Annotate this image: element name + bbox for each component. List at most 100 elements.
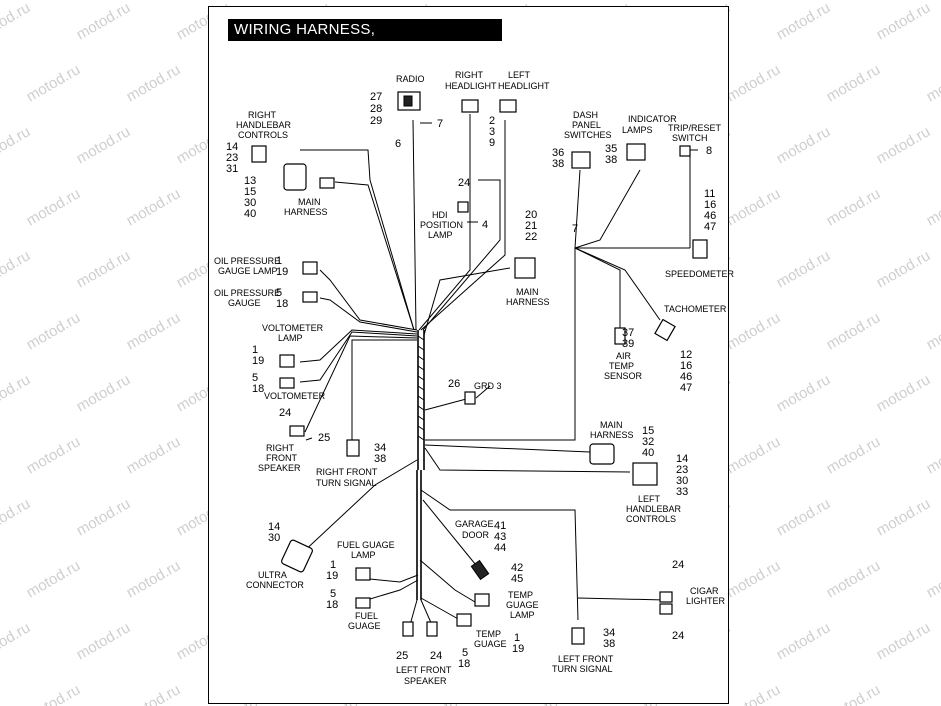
num: 24 [458, 177, 470, 189]
num: 16 [680, 360, 692, 372]
num: 23 [676, 464, 688, 476]
num: 25 [318, 432, 330, 444]
num: 12 [680, 349, 692, 361]
num: 5 [252, 372, 258, 384]
garage-door-connector [470, 559, 490, 581]
label: PANEL [572, 120, 601, 130]
num: 28 [370, 103, 382, 115]
num: 7 [572, 223, 578, 235]
label: GUAGE [506, 600, 539, 610]
label: RIGHT [248, 110, 277, 120]
label: HARNESS [590, 430, 634, 440]
leader-lines [305, 114, 698, 441]
air-temp-sensor [614, 327, 626, 345]
label: SPEAKER [404, 676, 447, 686]
label: GAUGE LAMP [218, 266, 278, 276]
num: 14 [676, 453, 688, 465]
num: 38 [552, 158, 564, 170]
label: OIL PRESSURE [214, 288, 280, 298]
oil-lamp-connector [302, 261, 318, 275]
tachometer-connector [654, 318, 676, 342]
num: 38 [605, 154, 617, 166]
left-speaker-connector-a [402, 621, 414, 637]
label: SWITCH [672, 133, 708, 143]
label: VOLTOMETER [264, 391, 326, 401]
num: 38 [374, 453, 386, 465]
label: LAMP [351, 550, 376, 560]
volt-lamp-connector [279, 354, 295, 368]
num: 1 [252, 344, 258, 356]
upper-wires [300, 119, 691, 441]
label: INDICATOR [628, 114, 677, 124]
num: 14 [268, 521, 280, 533]
label: RIGHT FRONT [316, 467, 378, 477]
num: 18 [326, 599, 338, 611]
diagram-frame [208, 6, 729, 704]
ultra-connector [281, 539, 313, 573]
num: 34 [603, 627, 615, 639]
num: 5 [276, 287, 282, 299]
label: TURN SIGNAL [552, 664, 613, 674]
num: 29 [370, 115, 382, 127]
label: HANDLEBAR [626, 504, 682, 514]
main-harness-connector-top [283, 163, 307, 191]
num: 47 [704, 221, 716, 233]
main-harness-plug-top [319, 177, 335, 189]
num: 18 [458, 658, 470, 670]
num: 15 [642, 425, 654, 437]
num: 4 [482, 219, 488, 231]
left-headlight-connector [499, 99, 517, 113]
left-turn-signal-connector [571, 627, 585, 645]
label: VOLTOMETER [262, 323, 324, 333]
num: 42 [511, 562, 523, 574]
num: 45 [511, 573, 523, 585]
main-harness-connector-mid [514, 257, 536, 279]
label: RIGHT [266, 443, 295, 453]
ground-terminal [464, 391, 476, 405]
num: 7 [437, 118, 443, 130]
label: GUAGE [348, 621, 381, 631]
num: 1 [330, 559, 336, 571]
main-harness-connector-low [589, 443, 615, 465]
right-headlight-connector [461, 99, 479, 113]
num: 20 [525, 209, 537, 221]
num: 37 [622, 327, 634, 339]
num: 13 [244, 175, 256, 187]
num: 1 [514, 632, 520, 644]
num: 35 [605, 143, 617, 155]
num: 18 [276, 298, 288, 310]
radio-connector-pin [403, 95, 413, 107]
label: CONNECTOR [246, 580, 304, 590]
num: 34 [374, 442, 386, 454]
label: HANDLEBAR [236, 120, 292, 130]
diagram-title: WIRING HARNESS, INTERCONNECT [228, 19, 502, 60]
num: 1 [276, 255, 282, 267]
num: 26 [448, 378, 460, 390]
label: TRIP/RESET [668, 123, 722, 133]
label: DOOR [462, 530, 490, 540]
num: 40 [244, 208, 256, 220]
num: 38 [603, 638, 615, 650]
num: 24 [672, 630, 684, 642]
label: HDI [432, 210, 448, 220]
num: 46 [680, 371, 692, 383]
num: 24 [672, 559, 684, 571]
label: LIGHTER [686, 596, 726, 606]
num: 47 [680, 382, 692, 394]
right-turn-signal-connector [346, 439, 360, 457]
num: 30 [244, 197, 256, 209]
num: 30 [268, 532, 280, 544]
num: 30 [676, 475, 688, 487]
num: 41 [494, 520, 506, 532]
label: SPEEDOMETER [665, 269, 735, 279]
label: LEFT [638, 494, 661, 504]
label: DASH [573, 110, 598, 120]
num: 25 [396, 650, 408, 662]
num: 11 [704, 188, 715, 200]
label: LAMP [510, 610, 535, 620]
hdi-lamp [457, 201, 469, 213]
num: 46 [704, 210, 716, 222]
right-handlebar-connector [251, 145, 267, 163]
num: 22 [525, 231, 537, 243]
